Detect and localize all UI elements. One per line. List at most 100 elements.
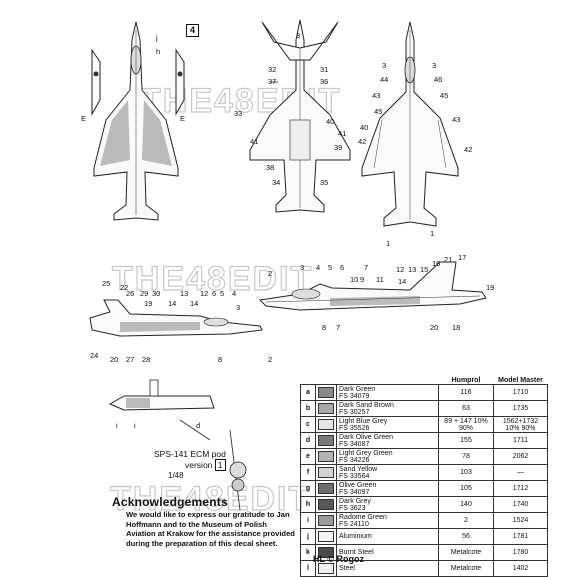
legend-model-master: 1740 xyxy=(493,496,548,513)
swatch-fill xyxy=(318,499,334,510)
legend-fs-text: FS 30257 xyxy=(339,408,370,416)
legend-fs-text: FS 33564 xyxy=(339,472,370,480)
callout-34: 34 xyxy=(272,178,280,187)
legend-name-text: Dark Sand Brown xyxy=(339,401,394,409)
callout-su-18: 18 xyxy=(452,323,460,332)
side-upper-callouts: 2 3 4 5 6 7 10 9 11 12 13 15 16 21 17 14… xyxy=(268,253,494,332)
callout-3a: 3 xyxy=(382,61,386,70)
callout-E-right: E xyxy=(180,114,185,123)
callout-su-5: 5 xyxy=(328,263,332,272)
legend-fs-text: FS 24110 xyxy=(339,520,369,528)
swatch-fill xyxy=(318,435,334,446)
pod-version-number: 1 xyxy=(214,459,226,471)
callout-45a: 45 xyxy=(374,107,382,116)
callout-su-7: 7 xyxy=(364,263,368,272)
legend-code: h xyxy=(300,496,316,513)
legend-humbrol: 155 xyxy=(438,432,494,449)
callout-sl-27: 27 xyxy=(126,355,134,364)
callout-su-6: 6 xyxy=(340,263,344,272)
legend-model-master: — xyxy=(493,464,548,481)
legend-name-text: Dark Olive Green xyxy=(339,433,394,441)
swatch-fill xyxy=(318,419,334,430)
callout-sl-2: 2 xyxy=(268,355,272,364)
callout-sl-12: 12 xyxy=(200,289,208,298)
swatch-fill xyxy=(318,467,334,478)
legend-code: c xyxy=(300,416,316,433)
swatch-fill xyxy=(318,387,334,398)
callout-sl-8: 8 xyxy=(218,355,222,364)
callout-su-17: 17 xyxy=(458,253,466,262)
legend-swatch xyxy=(315,512,337,529)
callout-su-10: 10 xyxy=(350,275,358,284)
legend-humbrol: 105 xyxy=(438,480,494,497)
callout-sl-30: 30 xyxy=(152,289,160,298)
legend-humbrol: 56 xyxy=(438,528,494,545)
callout-sl-20: 20 xyxy=(110,355,118,364)
callout-43b: 43 xyxy=(452,115,460,124)
callout-sl-4: 4 xyxy=(232,289,236,298)
callout-39: 39 xyxy=(334,143,342,152)
swatch-fill xyxy=(318,563,334,574)
callout-40b: 40 xyxy=(360,123,368,132)
callout-su-16: 16 xyxy=(432,259,440,268)
legend-humbrol: 78 xyxy=(438,448,494,465)
callout-35: 35 xyxy=(320,178,328,187)
callout-sl-5: 5 xyxy=(220,289,224,298)
legend-code: d xyxy=(300,432,316,449)
legend-humbrol: Metalcote xyxy=(438,560,494,577)
legend-code: a xyxy=(300,384,316,401)
legend-swatch xyxy=(315,384,337,401)
callout-43a: 43 xyxy=(372,91,380,100)
callout-su-14: 14 xyxy=(398,277,406,286)
legend-model-master: 1780 xyxy=(493,544,548,561)
callout-sl-14b: 14 xyxy=(190,299,198,308)
callout-pod-i1: i xyxy=(116,421,118,430)
legend-name-text: Dark Green xyxy=(339,385,376,393)
callout-pod-d: d xyxy=(196,421,200,430)
legend-name-text: Steel xyxy=(339,565,355,572)
legend-name-text: Olive Green xyxy=(339,481,377,489)
callout-sl-14a: 14 xyxy=(168,299,176,308)
legend-swatch xyxy=(315,480,337,497)
pod-version-label: version xyxy=(185,460,213,470)
legend-humbrol: 63 xyxy=(438,400,494,417)
callout-40: 40 xyxy=(326,117,334,126)
swatch-fill xyxy=(318,515,334,526)
legend-name-text: Dark Grey xyxy=(339,497,371,505)
legend-code: f xyxy=(300,464,316,481)
callout-su-7b: 7 xyxy=(336,323,340,332)
callout-su-19: 19 xyxy=(486,283,494,292)
acknowledgements-title: Acknowledgements xyxy=(112,495,228,509)
callout-su-8: 8 xyxy=(322,323,326,332)
legend-name-text: Sand Yellow xyxy=(339,465,378,473)
callout-su-15: 15 xyxy=(420,265,428,274)
callout-su-4: 4 xyxy=(316,263,320,272)
callout-37: 37 xyxy=(268,77,276,86)
legend-header-model-master: Model Master xyxy=(498,377,543,384)
swatch-fill xyxy=(318,451,334,462)
aircraft-top-view-left xyxy=(91,21,185,221)
legend-model-master: 1562+1732 10% 90% xyxy=(493,416,548,433)
callout-h: h xyxy=(156,47,160,56)
callout-su-13: 13 xyxy=(408,265,416,274)
callout-sl-24: 24 xyxy=(90,351,98,360)
callout-41a: 41 xyxy=(250,137,258,146)
callout-sl-28: 28 xyxy=(142,355,150,364)
ecm-pod-drawing xyxy=(108,379,247,511)
legend-fs-text: FS 34087 xyxy=(339,440,370,448)
callout-j: j xyxy=(155,33,158,42)
callout-41b: 41 xyxy=(338,129,346,138)
legend-code: g xyxy=(300,480,316,497)
legend-code: i xyxy=(300,512,316,529)
legend-header-row: Humprol Model Master xyxy=(301,366,548,385)
